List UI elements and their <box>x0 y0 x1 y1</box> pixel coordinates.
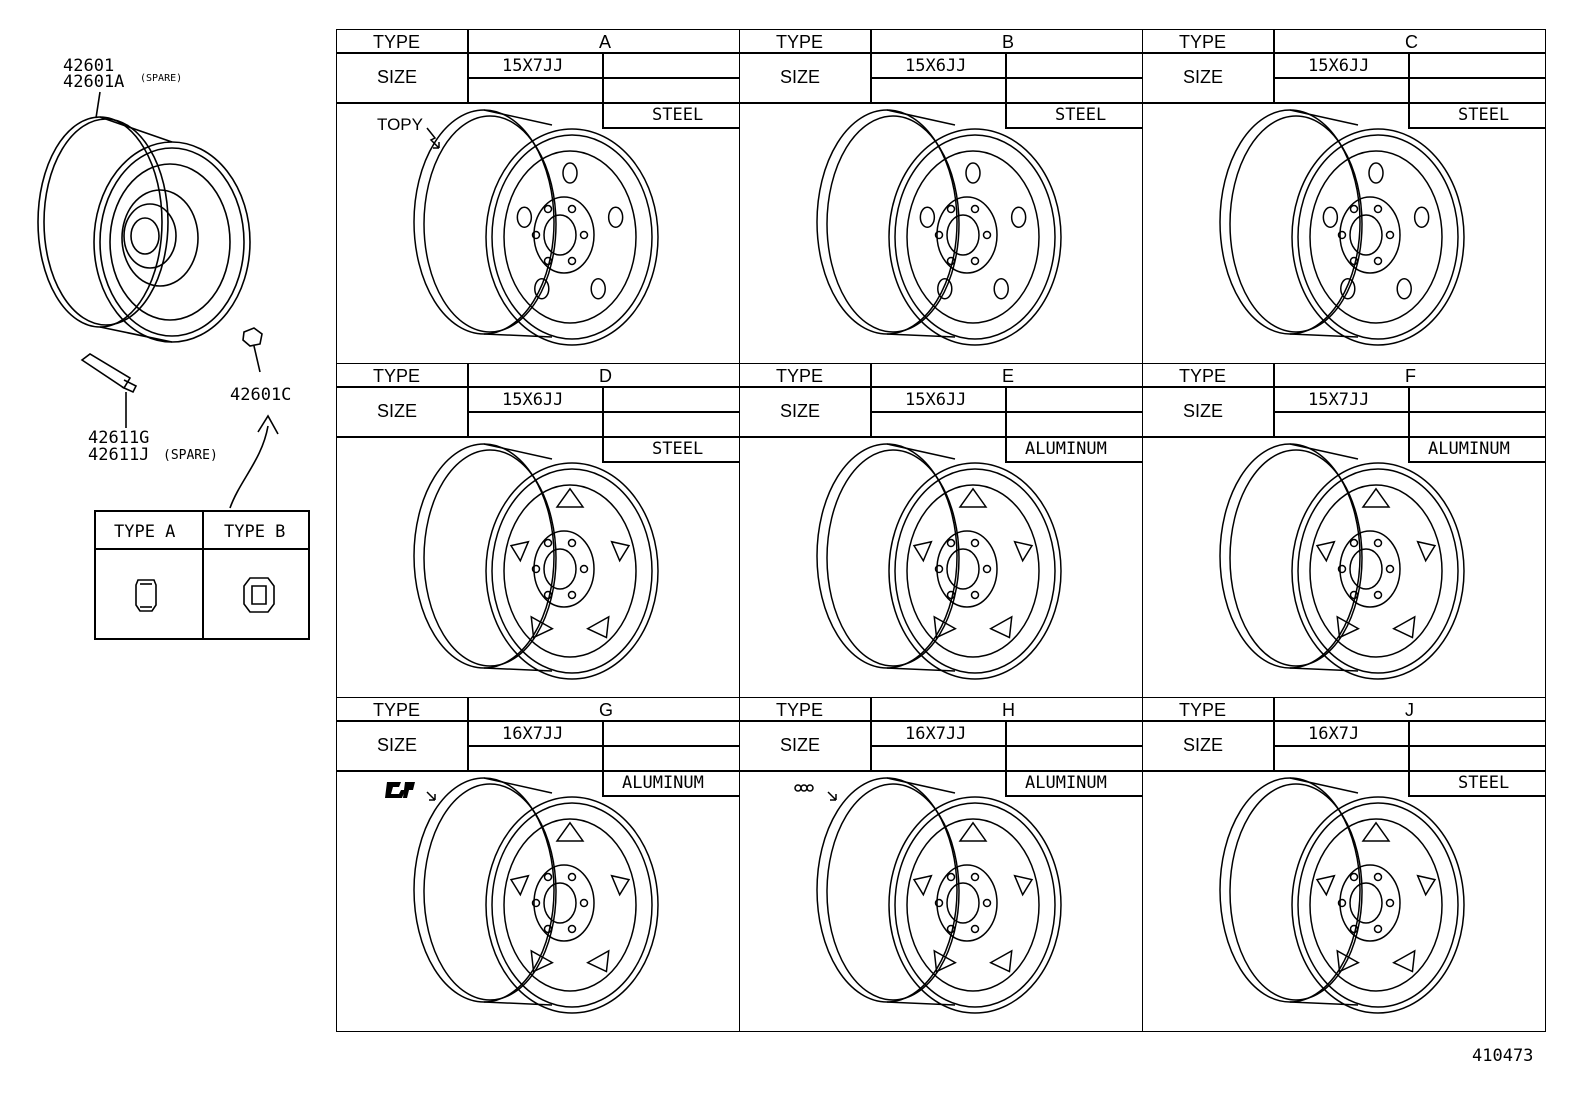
size-heading: SIZE <box>1183 735 1224 755</box>
type-letter: C <box>1405 32 1418 52</box>
nut-type-b-icon <box>243 577 275 613</box>
maker-arrow-icon <box>426 127 440 149</box>
type-letter: D <box>599 366 612 386</box>
wheel-e-icon <box>816 443 1062 680</box>
wheel-part-number[interactable]: 42601 <box>63 56 115 76</box>
wheel-j-icon <box>1219 777 1465 1014</box>
wheel-material: ALUMINUM <box>1025 439 1107 459</box>
wheel-size: 15X6JJ <box>502 390 564 410</box>
nut-type-b-label: TYPE B <box>224 522 286 542</box>
wheel-a-icon <box>413 109 659 346</box>
hub-nut-icon <box>242 327 263 373</box>
nut-type-table: TYPE A TYPE B <box>94 510 310 640</box>
type-heading: TYPE <box>373 700 421 720</box>
size-heading: SIZE <box>377 735 418 755</box>
size-heading: SIZE <box>780 67 821 87</box>
wheel-size: 15X7JJ <box>502 56 564 76</box>
wheel-material: STEEL <box>1458 105 1510 125</box>
type-heading: TYPE <box>776 32 824 52</box>
nut-part-number[interactable]: 42601C <box>230 385 292 405</box>
type-letter: G <box>599 700 614 720</box>
nut-type-a-label: TYPE A <box>114 522 176 542</box>
spare-wheel-icon <box>37 116 251 343</box>
wheel-cell-b[interactable]: TYPE B SIZE 15X6JJ STEEL <box>739 29 1143 364</box>
type-heading: TYPE <box>776 366 824 386</box>
type-heading: TYPE <box>373 32 421 52</box>
wheel-cell-e[interactable]: TYPE E SIZE 15X6JJ ALUMINUM <box>739 363 1143 698</box>
wheel-cell-c[interactable]: TYPE C SIZE 15X6JJ STEEL <box>1142 29 1546 364</box>
valve-part-number[interactable]: 42611G <box>88 428 150 448</box>
wheel-material: STEEL <box>1055 105 1107 125</box>
type-heading: TYPE <box>1179 32 1227 52</box>
wheel-size: 15X6JJ <box>1308 56 1370 76</box>
wheel-b-icon <box>816 109 1062 346</box>
left-parts-drawing <box>37 91 279 613</box>
wheel-material: ALUMINUM <box>622 773 704 793</box>
wheel-material: STEEL <box>652 439 704 459</box>
wheel-cell-f[interactable]: TYPE F SIZE 15X7JJ ALUMINUM <box>1142 363 1546 698</box>
brand-logo-icon <box>385 782 436 801</box>
valve-spare-note: (SPARE) <box>163 448 218 463</box>
type-heading: TYPE <box>373 366 421 386</box>
illustration-number: 410473 <box>1472 1046 1534 1066</box>
wheel-f-icon <box>1219 443 1465 680</box>
wheel-h-icon <box>816 777 1062 1014</box>
wheel-cell-g[interactable]: TYPE G SIZE 16X7JJ ALUMINUM <box>336 697 740 1032</box>
wheel-material: STEEL <box>652 105 704 125</box>
type-letter: H <box>1002 700 1015 720</box>
type-letter: A <box>599 32 612 52</box>
type-letter: J <box>1405 700 1414 720</box>
wheel-size: 15X6JJ <box>905 56 967 76</box>
type-heading: TYPE <box>1179 366 1227 386</box>
wheel-c-icon <box>1219 109 1465 346</box>
wheel-cell-a[interactable]: TYPE A SIZE 15X7JJ STEEL TOPY <box>336 29 740 364</box>
size-heading: SIZE <box>377 401 418 421</box>
type-letter: F <box>1405 366 1416 386</box>
spare-valve-part-number[interactable]: 42611J <box>88 445 150 465</box>
wheel-d-icon <box>413 443 659 680</box>
wheel-cell-d[interactable]: TYPE D SIZE 15X6JJ STEEL <box>336 363 740 698</box>
size-heading: SIZE <box>377 67 418 87</box>
wheel-size: 15X7JJ <box>1308 390 1370 410</box>
wheel-size: 15X6JJ <box>905 390 967 410</box>
size-heading: SIZE <box>1183 67 1224 87</box>
wheel-size: 16X7J <box>1308 724 1360 744</box>
wheel-material: ALUMINUM <box>1428 439 1510 459</box>
wheel-size: 16X7JJ <box>905 724 967 744</box>
wheel-material: STEEL <box>1458 773 1510 793</box>
wheel-g-icon <box>413 777 659 1014</box>
maker-label: TOPY <box>377 115 423 134</box>
wheel-size: 16X7JJ <box>502 724 564 744</box>
spare-wheel-part-number[interactable]: 42601A <box>63 72 125 92</box>
type-heading: TYPE <box>776 700 824 720</box>
type-heading: TYPE <box>1179 700 1227 720</box>
type-letter: B <box>1002 32 1015 52</box>
size-heading: SIZE <box>1183 401 1224 421</box>
nut-type-a-icon <box>135 579 157 612</box>
wheel-cell-h[interactable]: TYPE H SIZE 16X7JJ ALUMINUM <box>739 697 1143 1032</box>
type-letter: E <box>1002 366 1015 386</box>
brand-emblem-icon <box>794 784 837 801</box>
valve-stem-icon <box>80 353 138 428</box>
size-heading: SIZE <box>780 401 821 421</box>
wheel-cell-j[interactable]: TYPE J SIZE 16X7J STEEL <box>1142 697 1546 1032</box>
wheel-material: ALUMINUM <box>1025 773 1107 793</box>
size-heading: SIZE <box>780 735 821 755</box>
spare-note: (SPARE) <box>140 73 183 84</box>
